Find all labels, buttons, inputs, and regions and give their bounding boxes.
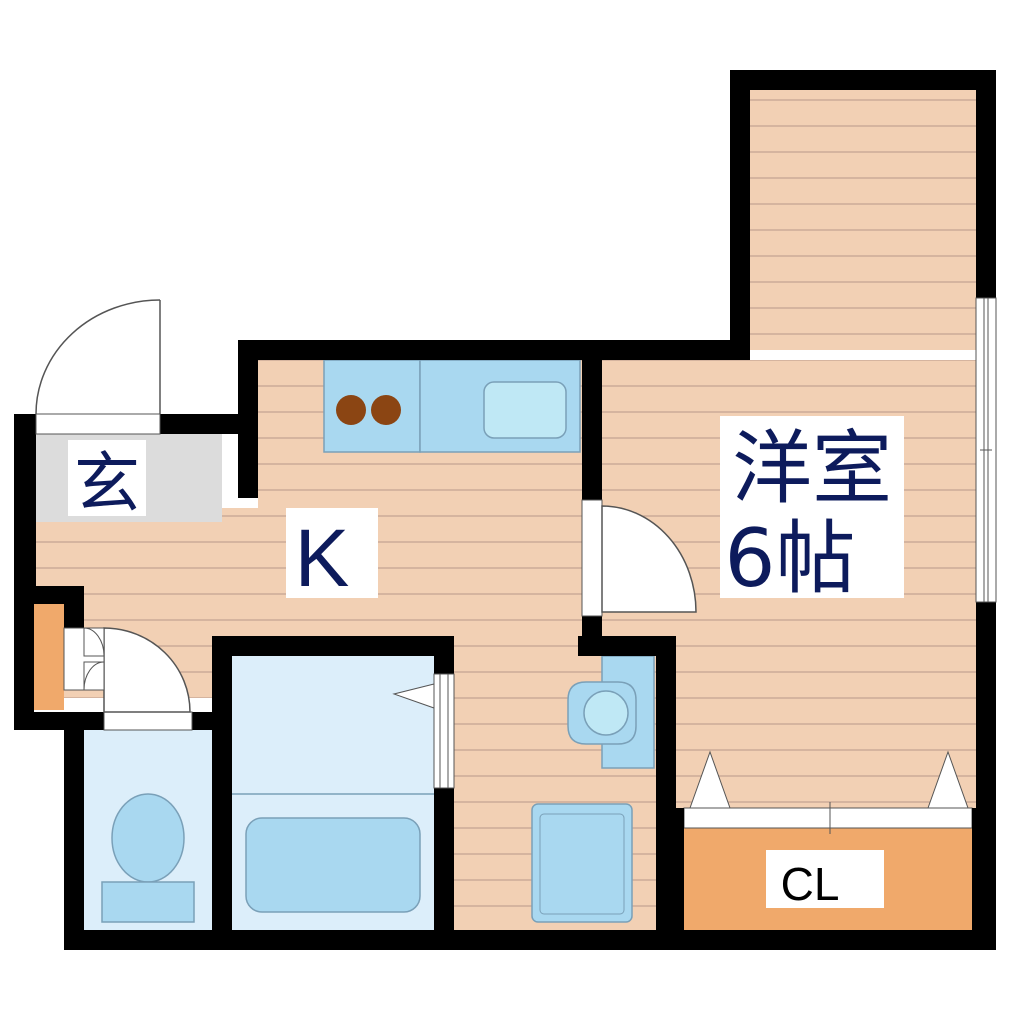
storage-cabinet [34,604,64,710]
window-icon [975,297,997,603]
kitchen-label: K [286,508,378,604]
storage-door-swing-icon [63,627,105,691]
svg-text:CL: CL [781,858,840,910]
walls [14,70,996,950]
bathtub-icon [245,817,421,913]
kitchen-counter [323,359,581,453]
closet-label: CL [766,850,884,910]
toilet-door-swing-icon [103,627,193,731]
western-room-label: 洋室 6帖 [720,416,904,605]
genkan-label: 玄 [68,440,146,522]
stove-burner-left [336,395,366,425]
bathroom-door-icon [433,673,455,789]
svg-text:6帖: 6帖 [725,512,856,605]
toilet-icon [101,793,195,923]
room-door-swing-icon [581,499,697,617]
shelf-icon [683,750,973,834]
washing-machine-icon [531,803,633,923]
entrance-door-swing-icon [35,299,161,435]
svg-text:K: K [295,513,350,604]
stove-burner-right [371,395,401,425]
svg-text:洋室: 洋室 [732,422,892,515]
washbasin-icon [567,655,655,769]
sink-icon [483,381,567,439]
svg-text:玄: 玄 [74,445,140,522]
